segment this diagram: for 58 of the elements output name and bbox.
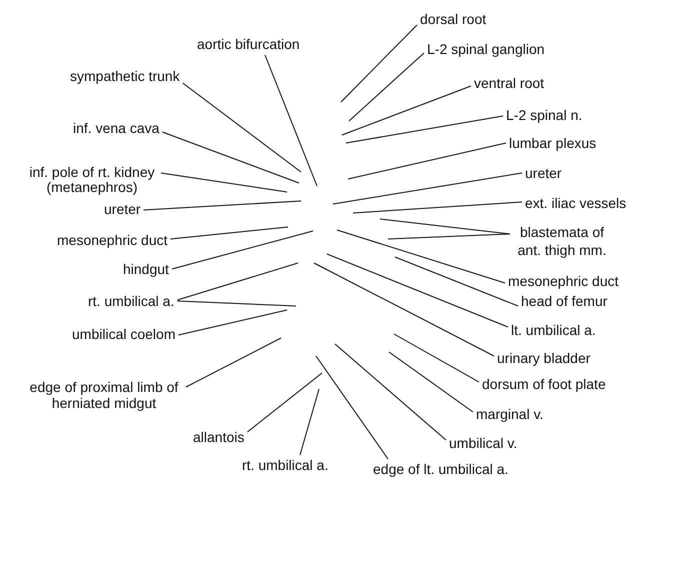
leader-line [388,352,474,412]
part-label: umbilical coelom [72,327,176,342]
leader-line [348,142,506,180]
leader-line [314,262,494,356]
part-label: urinary bladder [497,351,590,366]
part-label: edge of lt. umbilical a. [373,462,508,477]
part-label: sympathetic trunk [70,69,180,84]
leader-line [186,338,282,388]
leader-line [342,86,472,136]
part-label: mesonephric duct [508,274,619,289]
part-label: inf. pole of rt. kidney (metanephros) [26,165,158,195]
part-label: blastemata of ant. thigh mm. [513,223,611,259]
part-label: ureter [104,202,141,217]
leader-line [380,218,510,234]
part-label: allantois [193,430,244,445]
part-label: lumbar plexus [509,136,596,151]
part-label: ventral root [474,76,544,91]
part-label: ext. iliac vessels [525,196,626,211]
leader-line [326,254,508,328]
part-label: aortic bifurcation [197,37,300,52]
leader-line [162,132,300,184]
leader-line [346,116,504,144]
part-label: head of femur [521,294,608,309]
part-label: marginal v. [476,407,544,422]
part-label: L-2 spinal n. [506,108,582,123]
part-label: hindgut [123,262,169,277]
leader-line [171,230,314,270]
leader-line [160,172,288,192]
part-label: dorsum of foot plate [482,377,606,392]
leader-line [143,200,302,210]
leader-line [334,344,446,440]
leader-line [332,172,522,204]
leader-line [394,334,480,382]
leader-line [176,262,298,300]
part-label: rt. umbilical a. [88,294,174,309]
part-label: edge of proximal limb of herniated midgut [25,380,183,411]
leader-line [340,24,418,102]
leader-line [388,234,510,240]
leader-line [336,230,506,284]
leader-line [264,54,318,186]
part-label: ureter [525,166,562,181]
leader-line [170,226,288,240]
leader-line [300,388,320,456]
part-label: lt. umbilical a. [511,323,596,338]
leader-line [348,52,424,122]
leader-line [246,372,322,432]
leader-line [352,202,522,214]
part-label: umbilical v. [449,436,518,451]
leader-line [178,310,288,336]
part-label: L-2 spinal ganglion [427,42,545,57]
part-label: rt. umbilical a. [242,458,328,473]
part-label: mesonephric duct [57,233,168,248]
leader-line [316,356,388,460]
leader-line [182,82,302,172]
part-label: inf. vena cava [73,121,160,136]
leader-line [394,256,518,306]
leader-line [176,300,296,306]
part-label: dorsal root [420,12,486,27]
